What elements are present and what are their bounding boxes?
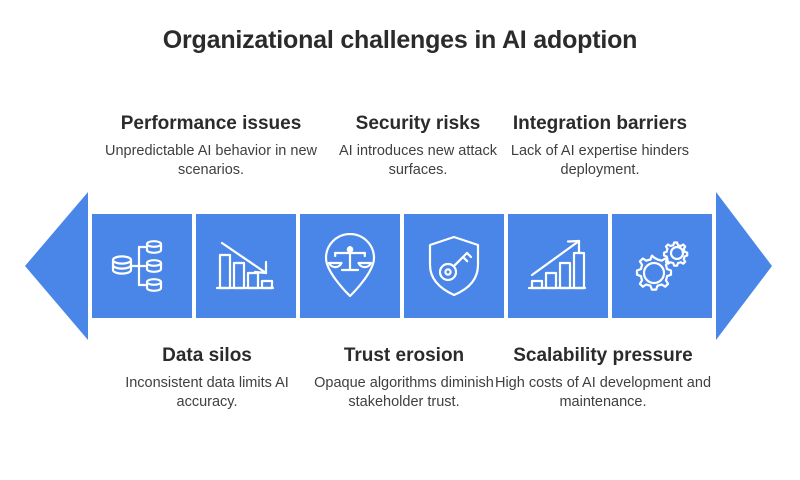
tile-data-silos[interactable] <box>92 214 192 318</box>
callout-data-silos: Data silos Inconsistent data limits AI a… <box>100 344 314 412</box>
callout-description: High costs of AI development and mainten… <box>494 375 712 410</box>
callout-security-risks: Security risks AI introduces new attack … <box>313 112 523 180</box>
tile-trust-erosion[interactable] <box>300 214 400 318</box>
callout-description: Lack of AI expertise hinders deployment. <box>510 143 690 178</box>
shield-key-icon <box>428 235 480 297</box>
icon-tile-row <box>92 214 712 318</box>
page-title: Organizational challenges in AI adoption <box>162 26 638 54</box>
callout-performance-issues: Performance issues Unpredictable AI beha… <box>86 112 336 180</box>
callout-title: Performance issues <box>120 113 302 134</box>
callout-title: Trust erosion <box>343 345 465 366</box>
callout-description: Unpredictable AI behavior in new scenari… <box>105 143 317 178</box>
callout-title: Security risks <box>355 113 481 134</box>
tile-scalability-pressure[interactable] <box>508 214 608 318</box>
callout-title: Scalability pressure <box>513 345 693 366</box>
callout-description: AI introduces new attack surfaces. <box>339 143 497 178</box>
tile-integration-barriers[interactable] <box>612 214 712 318</box>
data-silos-icon <box>111 240 163 292</box>
callout-description: Opaque algorithms diminish stakeholder t… <box>314 375 494 410</box>
declining-bar-chart-icon <box>215 241 275 290</box>
left-arrowhead <box>25 192 88 340</box>
callout-scalability-pressure: Scalability pressure High costs of AI de… <box>492 344 714 412</box>
callout-title: Integration barriers <box>512 113 688 134</box>
scales-in-pin-icon <box>324 233 376 298</box>
tile-performance-issues[interactable] <box>196 214 296 318</box>
right-arrowhead <box>716 192 772 340</box>
tile-security-risks[interactable] <box>404 214 504 318</box>
callout-integration-barriers: Integration barriers Lack of AI expertis… <box>492 112 708 180</box>
callout-trust-erosion: Trust erosion Opaque algorithms diminish… <box>296 344 512 412</box>
rising-bar-chart-icon <box>527 239 587 290</box>
callout-description: Inconsistent data limits AI accuracy. <box>125 375 289 410</box>
gears-icon <box>635 241 689 291</box>
callout-title: Data silos <box>162 345 252 366</box>
